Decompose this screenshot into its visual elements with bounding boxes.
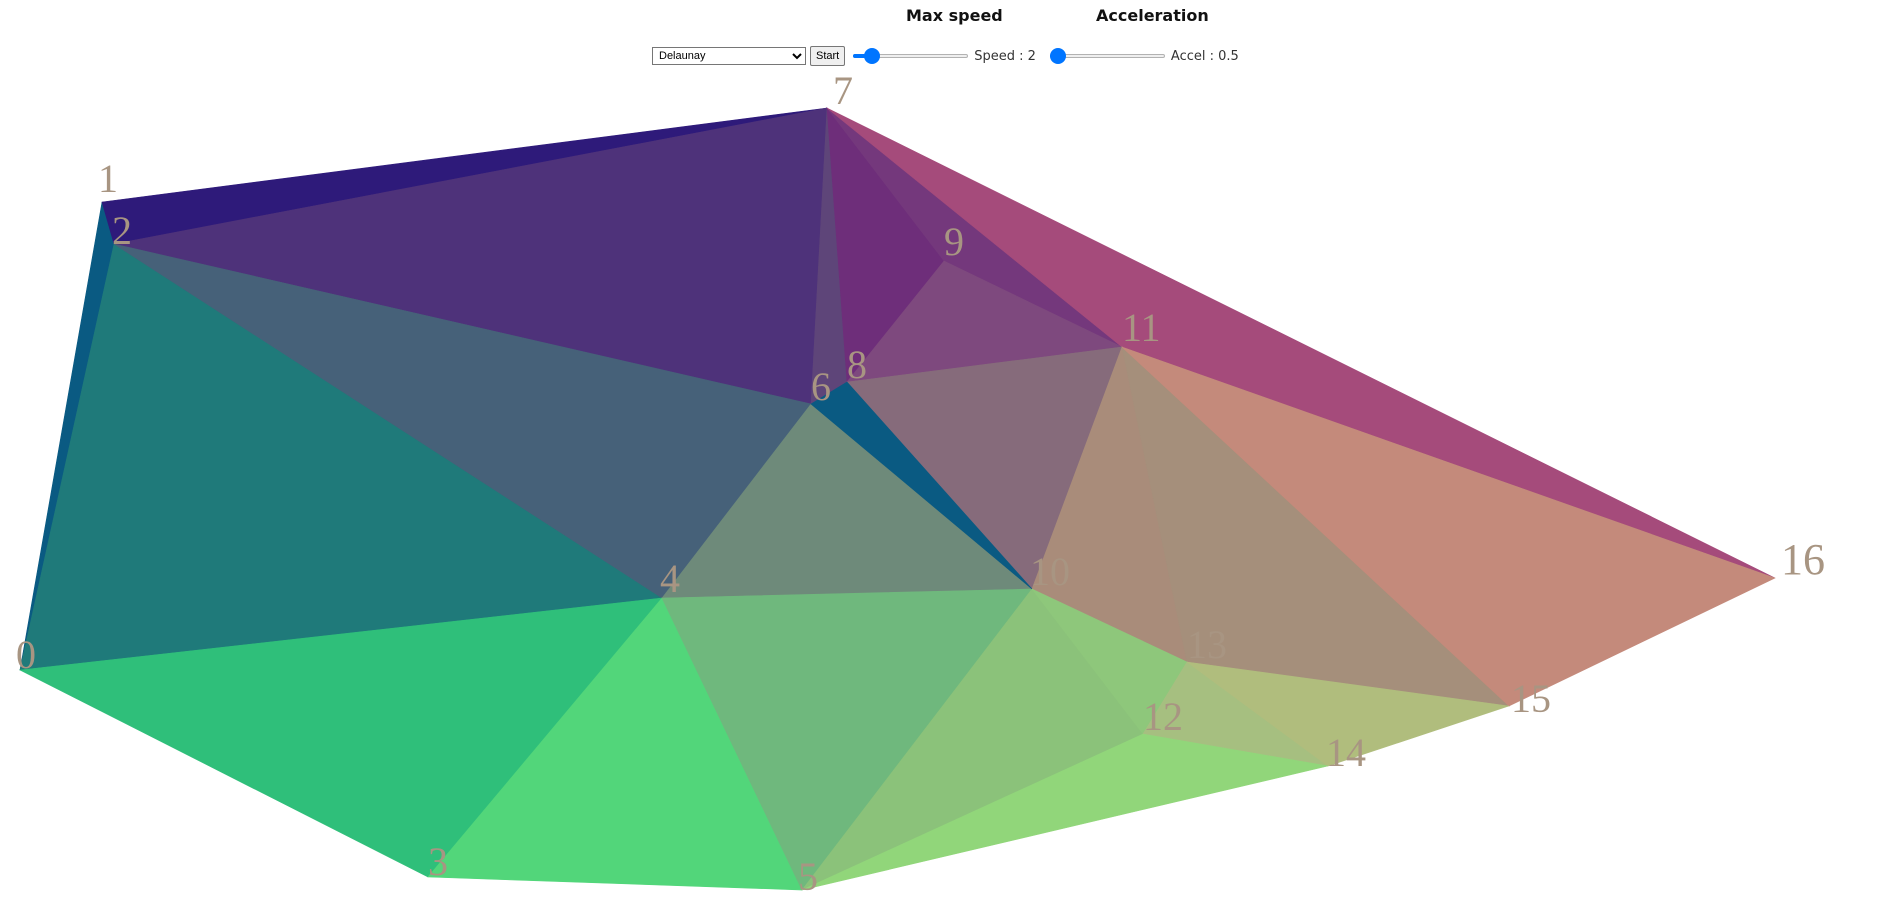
algorithm-select[interactable]: Delaunay: [652, 47, 806, 65]
vertex-label: 3: [428, 839, 448, 884]
vertex-label: 6: [811, 364, 831, 409]
speed-readout: Speed : 2: [974, 48, 1036, 64]
max-speed-heading: Max speed: [906, 6, 1003, 25]
vertex-label: 11: [1122, 305, 1161, 350]
slider-fill: [853, 54, 873, 58]
max-speed-slider[interactable]: [853, 48, 969, 64]
acceleration-heading: Acceleration: [1096, 6, 1209, 25]
vertex-label: 1: [98, 156, 118, 201]
vertex-label: 12: [1143, 694, 1183, 739]
vertex-label: 13: [1187, 622, 1227, 667]
vertex-label: 9: [944, 219, 964, 264]
triangle-face: [810, 381, 1033, 590]
vertex-label: 4: [660, 556, 680, 601]
vertex-label: 8: [847, 342, 867, 387]
vertex-label: 5: [798, 854, 818, 899]
accel-readout: Accel : 0.5: [1170, 48, 1239, 64]
vertex-label: 7: [833, 68, 853, 113]
vertex-label: 2: [112, 208, 132, 253]
triangle-face: [1121, 346, 1776, 707]
slider-thumb[interactable]: [864, 48, 881, 64]
triangle-face: [801, 733, 1329, 891]
vertex-label: 16: [1781, 535, 1825, 584]
triangle-face: [1186, 661, 1510, 767]
vertex-label: 15: [1511, 676, 1551, 721]
slider-thumb[interactable]: [1049, 48, 1066, 64]
acceleration-slider[interactable]: [1049, 48, 1165, 64]
vertex-label: 10: [1030, 549, 1070, 594]
start-button[interactable]: Start: [810, 46, 846, 66]
vertex-label: 0: [16, 632, 36, 677]
triangle-layer: [18, 107, 1776, 891]
vertex-label: 14: [1326, 730, 1366, 775]
control-bar: Delaunay Start Speed : 2 Accel : 0.5: [652, 45, 1239, 67]
